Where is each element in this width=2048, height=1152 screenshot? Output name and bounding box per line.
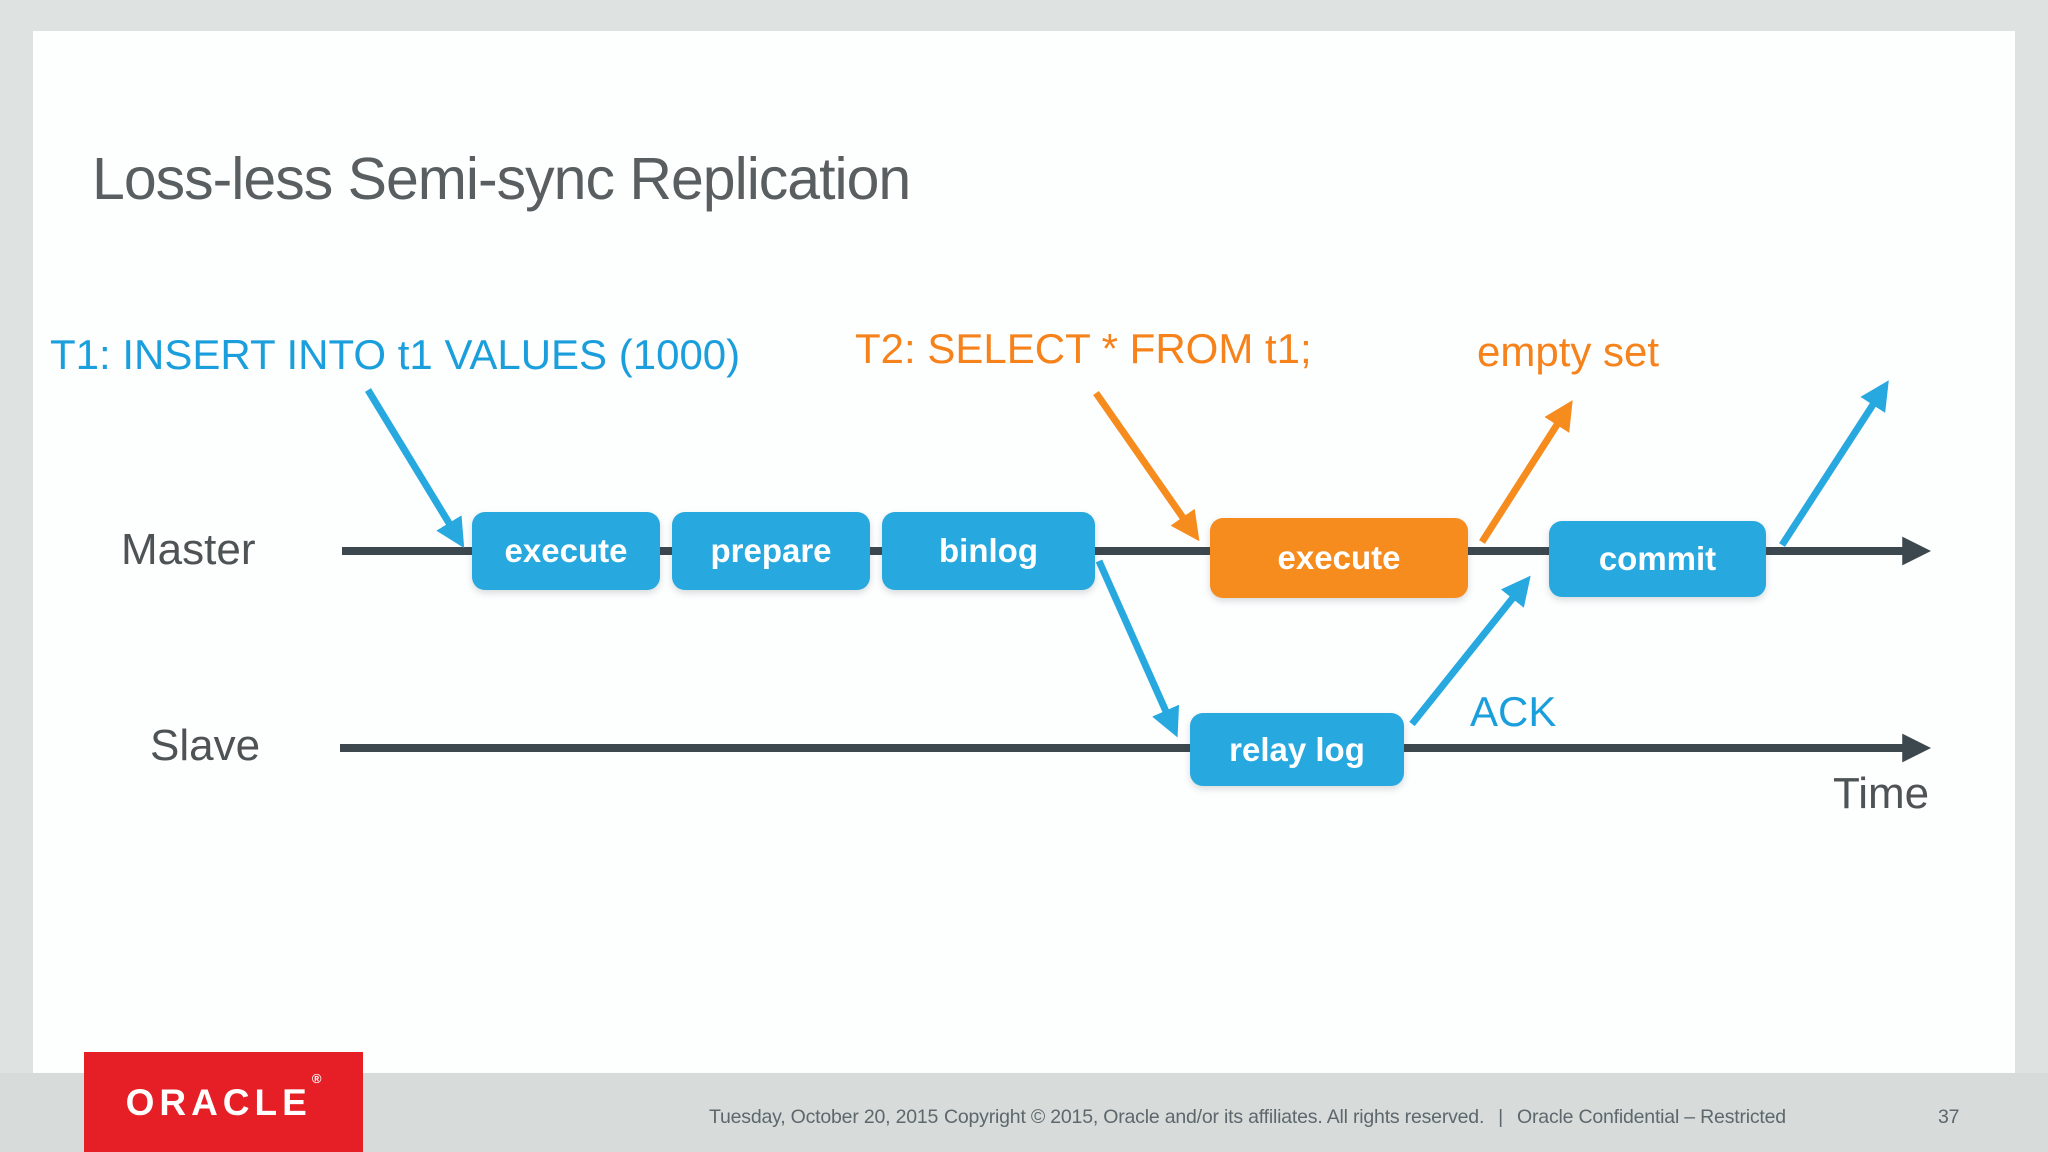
master-timeline-label: Master <box>121 525 256 574</box>
t1-insert-arrow <box>365 388 465 549</box>
registered-mark: ® <box>311 1070 322 1086</box>
step-label: execute <box>1277 539 1401 576</box>
step-label: execute <box>504 532 628 569</box>
t2-query-label: T2: SELECT * FROM t1; <box>855 325 1312 372</box>
step-box-relay-log: relay log <box>1190 713 1404 786</box>
step-box-prepare: prepare <box>672 512 870 590</box>
empty-set-arrow <box>1479 400 1573 544</box>
time-axis-label: Time <box>1833 769 1930 818</box>
step-box-commit: commit <box>1549 521 1766 597</box>
page-number: 37 <box>1938 1106 1960 1128</box>
footer-classification: Oracle Confidential – Restricted <box>1517 1106 1786 1128</box>
binlog-to-relay-log-arrow <box>1095 559 1180 738</box>
t2-select-arrow <box>1093 390 1200 542</box>
step-label: relay log <box>1229 730 1365 768</box>
footer-copyright: Copyright © 2015, Oracle and/or its affi… <box>944 1106 1485 1128</box>
step-label: prepare <box>710 532 832 569</box>
step-box-binlog: binlog <box>882 512 1095 590</box>
step-box-execute-t2: execute <box>1210 518 1468 598</box>
commit-continue-arrow <box>1779 380 1889 547</box>
ack-label: ACK <box>1470 688 1557 735</box>
oracle-logo-text: ORACLE® <box>125 1070 322 1123</box>
step-label: binlog <box>939 532 1038 569</box>
step-box-execute-master: execute <box>472 512 660 590</box>
footer-copyright-group: Copyright © 2015, Oracle and/or its affi… <box>944 1106 1786 1129</box>
footer-date: Tuesday, October 20, 2015 <box>709 1106 939 1128</box>
footer-separator: | <box>1498 1106 1504 1128</box>
slave-timeline-label: Slave <box>150 721 261 770</box>
empty-set-label: empty set <box>1477 328 1660 375</box>
slide-title: Loss-less Semi-sync Replication <box>92 146 911 212</box>
t1-query-label: T1: INSERT INTO t1 VALUES (1000) <box>50 331 741 378</box>
ack-arrow <box>1409 575 1531 727</box>
step-label: commit <box>1598 540 1717 577</box>
oracle-logo: ORACLE® <box>84 1052 363 1152</box>
